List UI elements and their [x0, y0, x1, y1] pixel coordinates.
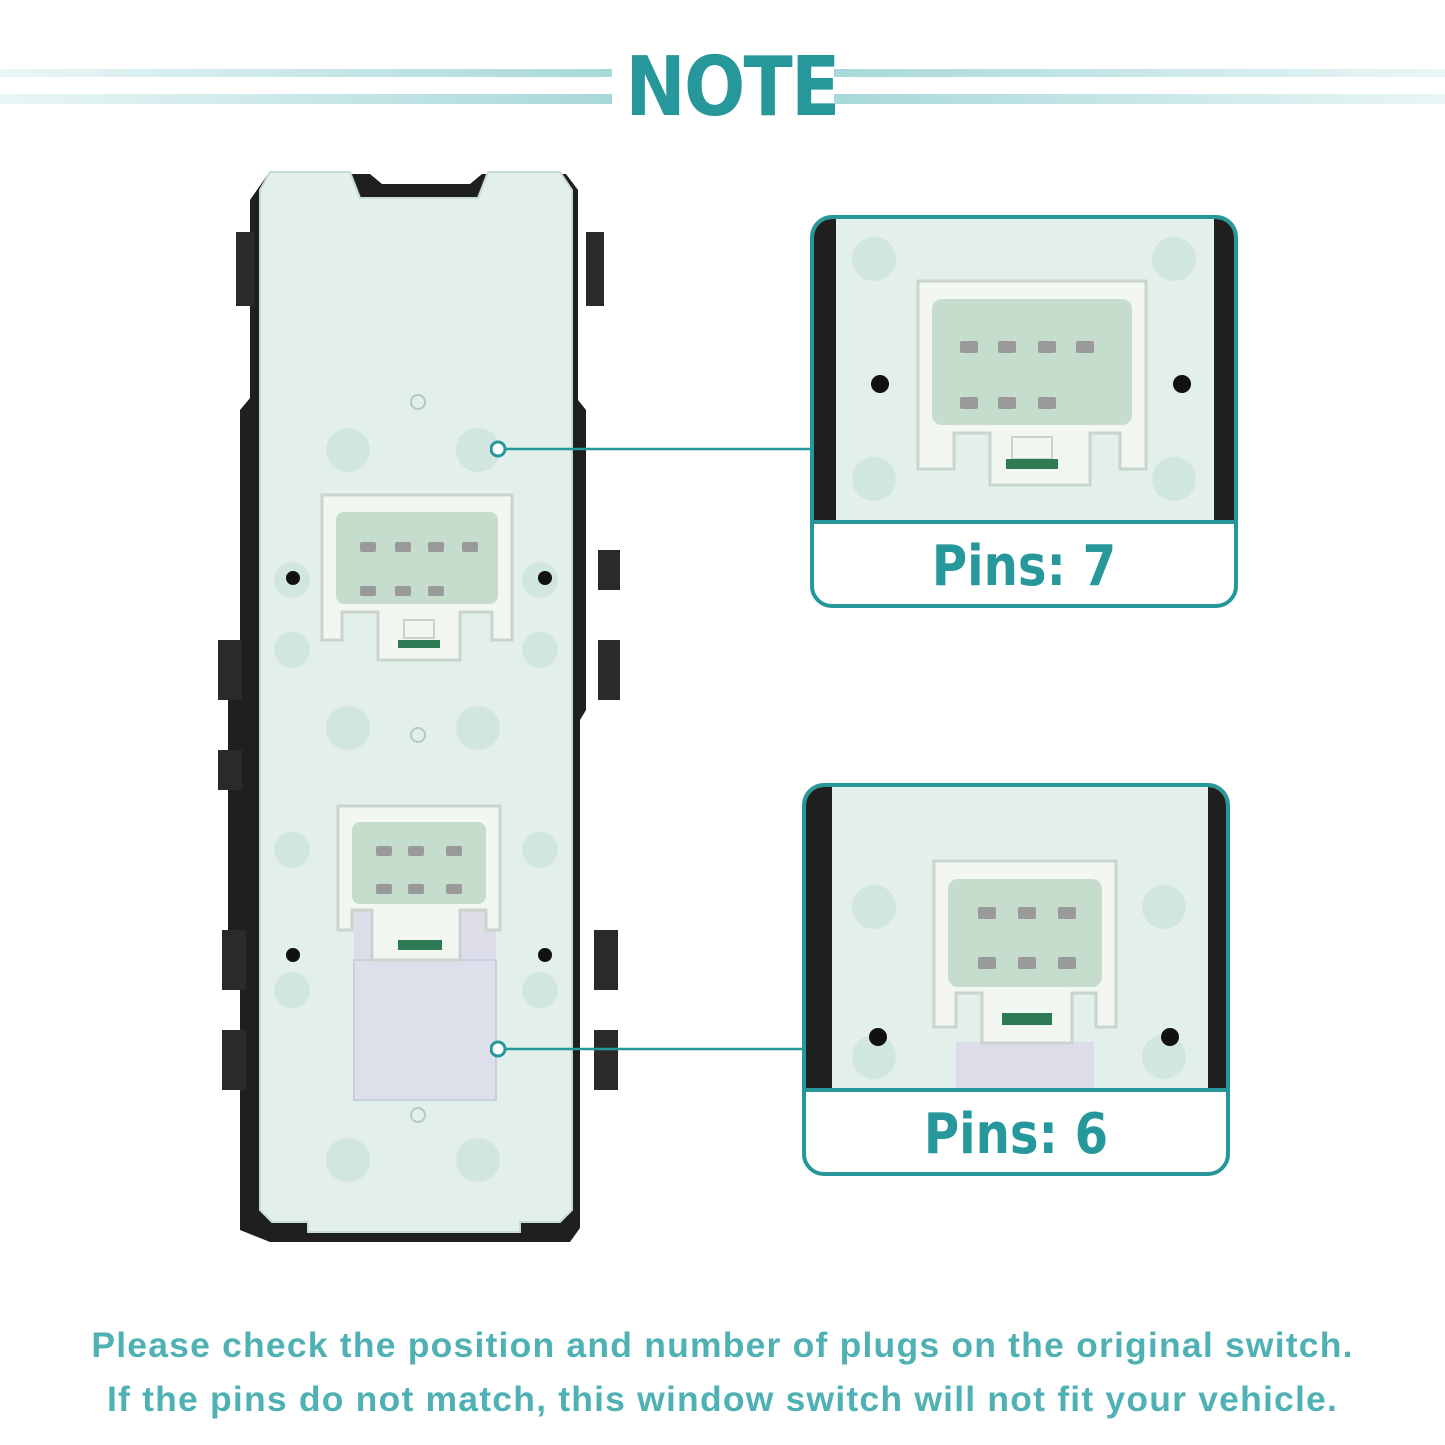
- footer-note: Please check the position and number of …: [0, 1318, 1445, 1426]
- note-title: NOTE: [625, 40, 840, 135]
- footer-line-1: Please check the position and number of …: [91, 1325, 1354, 1365]
- zoom-7-pin-connector: [814, 219, 1234, 524]
- header-left-rule: [0, 69, 612, 77]
- header-right-rule: [834, 69, 1445, 77]
- leader-dot-lower: [490, 1040, 507, 1058]
- zoom-6-pin-connector: [806, 787, 1226, 1092]
- leader-dot-upper: [490, 440, 507, 458]
- callout-6-pin-label: Pins: 6: [923, 1102, 1109, 1167]
- header-right-rule-lower: [834, 94, 1445, 104]
- footer-line-2: If the pins do not match, this window sw…: [106, 1379, 1339, 1419]
- callout-7-pin-label: Pins: 7: [931, 534, 1117, 599]
- note-header: NOTE: [0, 40, 1445, 136]
- header-left-rule-lower: [0, 94, 612, 104]
- callout-leaders: [490, 440, 812, 1058]
- callout-6-pin: Pins: 6: [802, 783, 1230, 1176]
- callout-7-pin: Pins: 7: [810, 215, 1238, 608]
